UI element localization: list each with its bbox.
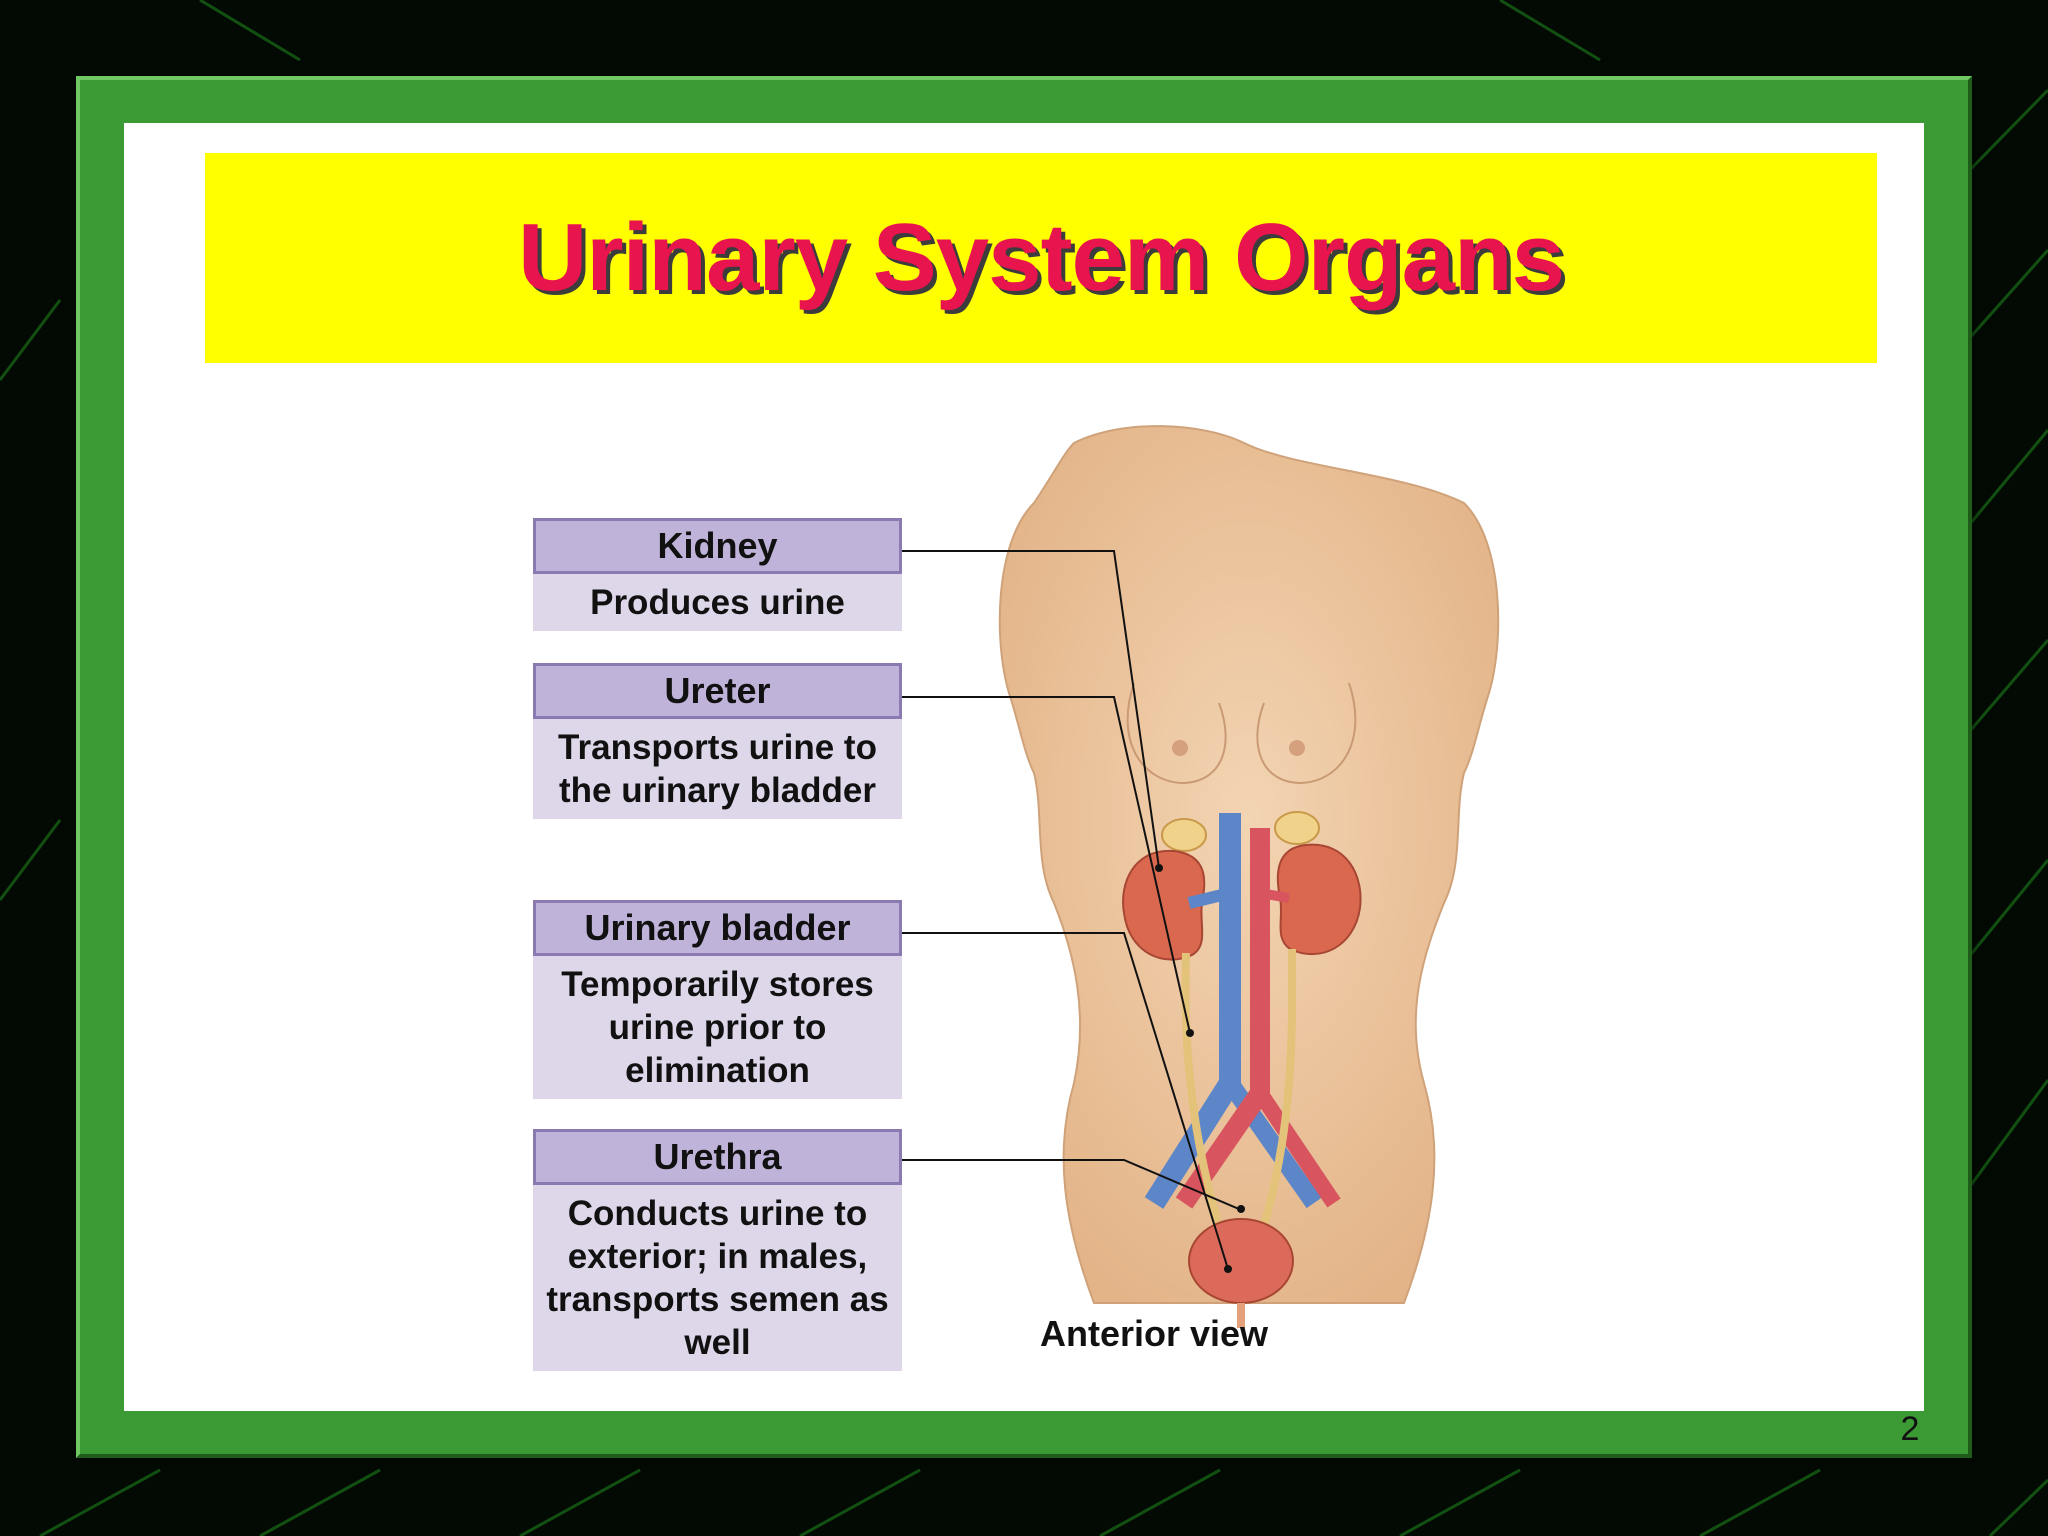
pointer-ureter	[1186, 1029, 1194, 1037]
label-kidney-name: Kidney	[533, 518, 902, 574]
label-urinary-bladder: Urinary bladder Temporarily stores urine…	[533, 900, 902, 1099]
urinary-system-illustration	[902, 425, 1500, 1328]
nipple-right	[1289, 740, 1305, 756]
label-urethra-description: Conducts urine to exterior; in males, tr…	[546, 1194, 889, 1362]
renal-vein-left	[1187, 887, 1232, 909]
breast-right	[1256, 682, 1357, 785]
title-banner: Urinary System Organs	[205, 153, 1877, 363]
nipple-left	[1172, 740, 1188, 756]
adrenal-right	[1274, 811, 1320, 845]
label-ureter: Ureter Transports urine to the urinary b…	[533, 663, 902, 819]
label-kidney: Kidney Produces urine	[533, 518, 902, 631]
label-urethra: Urethra Conducts urine to exterior; in m…	[533, 1129, 902, 1371]
label-urinary-bladder-description: Temporarily stores urine prior to elimin…	[561, 965, 874, 1090]
pointer-urinary-bladder	[1224, 1265, 1232, 1273]
urinary-bladder	[1188, 1218, 1294, 1304]
figure-caption: Anterior view	[1039, 1313, 1269, 1354]
adrenal-left	[1161, 818, 1207, 852]
leader-kidney	[902, 550, 1160, 869]
torso	[998, 425, 1500, 1304]
label-ureter-name: Ureter	[533, 663, 902, 719]
slide-title: Urinary System Organs	[517, 204, 1565, 311]
slide: Urinary System Organs	[124, 123, 1924, 1411]
pointer-kidney	[1155, 864, 1163, 872]
page-number: 2	[1900, 1410, 1920, 1448]
leader-urinary-bladder	[902, 932, 1229, 1270]
kidney-right	[1276, 843, 1362, 956]
pointer-urethra	[1237, 1205, 1245, 1213]
artery-right-iliac	[1253, 1088, 1341, 1208]
label-urethra-name: Urethra	[533, 1129, 902, 1185]
renal-artery-right	[1259, 888, 1290, 903]
leader-ureter	[902, 696, 1191, 1034]
label-kidney-description: Produces urine	[590, 583, 845, 622]
label-ureter-description: Transports urine to the urinary bladder	[558, 728, 877, 810]
ureter-right	[1255, 948, 1297, 1245]
label-urinary-bladder-name: Urinary bladder	[533, 900, 902, 956]
breast-left	[1126, 682, 1227, 785]
